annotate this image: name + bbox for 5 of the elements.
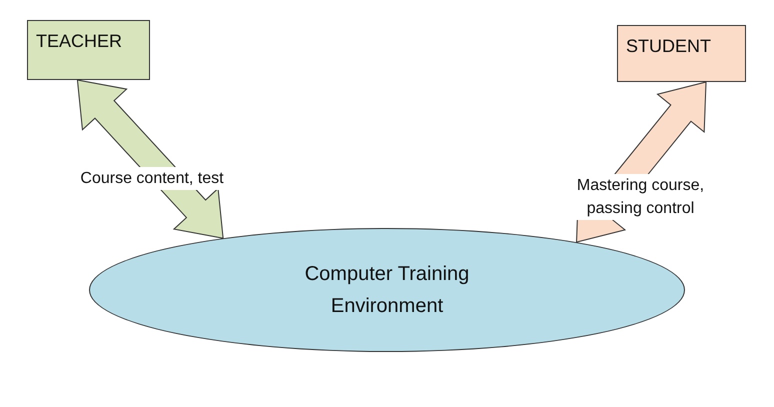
node-label: STUDENT <box>626 36 711 57</box>
student-box <box>617 25 746 82</box>
teacher-box <box>27 20 150 80</box>
node-label: Computer Training Environment <box>304 262 470 319</box>
node-label: TEACHER <box>36 31 122 52</box>
